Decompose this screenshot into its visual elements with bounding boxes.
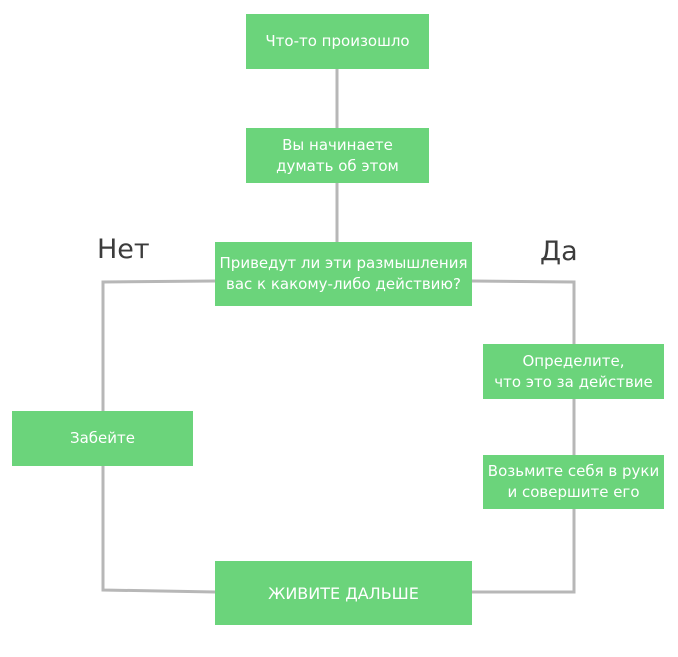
- node-something-happened: Что-то произошло: [246, 14, 429, 69]
- node-live-on-label: ЖИВИТЕ ДАЛЬШЕ: [268, 583, 419, 603]
- node-define-action: Определите, что это за действие: [483, 344, 664, 399]
- connector-act-end: [472, 509, 576, 594]
- branch-label-yes: Да: [540, 236, 578, 267]
- node-define-action-label: Определите, что это за действие: [494, 351, 653, 391]
- node-question: Приведут ли эти размышления вас к какому…: [215, 242, 472, 306]
- branch-label-no: Нет: [97, 234, 150, 265]
- node-start-thinking: Вы начинаете думать об этом: [246, 128, 429, 183]
- node-question-label: Приведут ли эти размышления вас к какому…: [219, 254, 468, 293]
- node-start-thinking-label: Вы начинаете думать об этом: [276, 135, 399, 175]
- node-forget-it-label: Забейте: [69, 429, 135, 447]
- node-live-on: ЖИВИТЕ ДАЛЬШЕ: [215, 561, 472, 625]
- node-take-action-label: Возьмите себя в руки и совершите его: [487, 462, 660, 501]
- node-forget-it: Забейте: [12, 411, 193, 466]
- node-take-action: Возьмите себя в руки и совершите его: [483, 455, 664, 509]
- node-something-happened-label: Что-то произошло: [265, 32, 410, 50]
- connector-question-define: [471, 279, 576, 344]
- connector-forget-end: [101, 466, 216, 594]
- connector-question-forget: [101, 279, 216, 411]
